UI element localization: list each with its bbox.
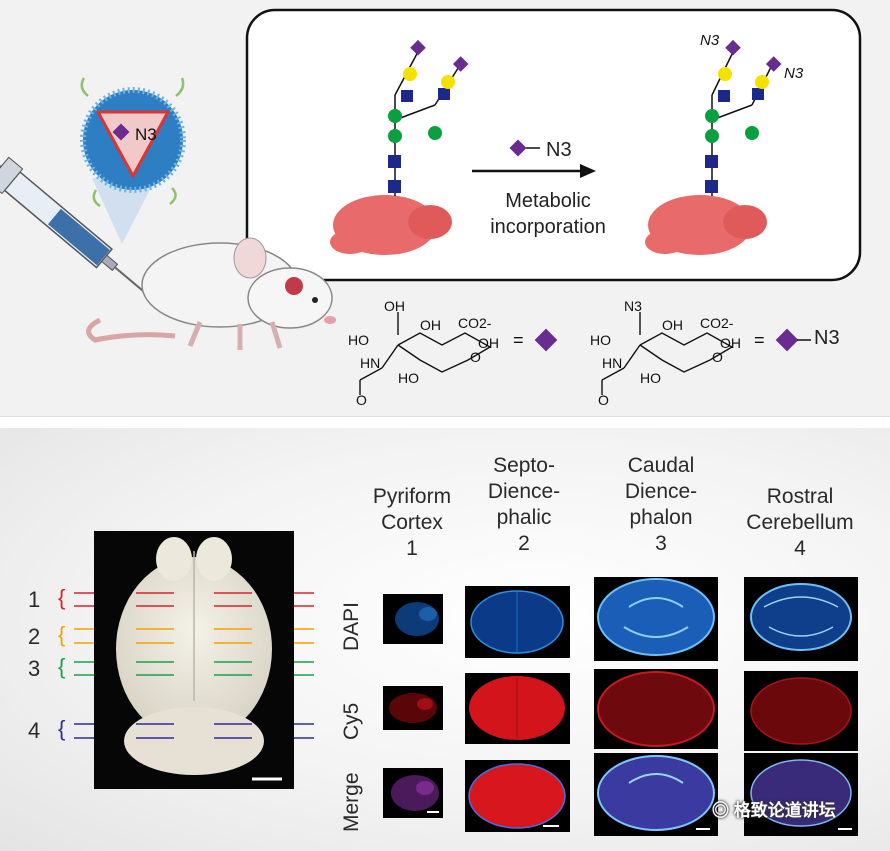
syringe-icon (0, 151, 147, 295)
svg-text:=: = (754, 330, 765, 350)
section-brace-4: { (58, 716, 66, 741)
section-number-2: 2 (28, 624, 41, 649)
tile-merge-1 (383, 768, 443, 818)
row-label-cy5: Cy5 (340, 702, 363, 740)
glycan-left (330, 39, 469, 255)
svg-text:OH: OH (720, 335, 741, 351)
wechat-icon: ◎ (712, 801, 734, 820)
reagent-label: N3 (546, 139, 572, 161)
arrow-label: Metabolic incorporation (478, 188, 618, 240)
tile-merge-2 (465, 760, 570, 832)
tile-cy5-1 (383, 686, 443, 730)
section-number-1: 1 (28, 587, 41, 612)
tile-cy5-2 (465, 673, 570, 744)
row-label-merge: Merge (340, 772, 363, 832)
azide-diamond (509, 139, 527, 157)
tile-dapi-3 (594, 577, 718, 661)
top-panel: N3 (0, 0, 890, 417)
section-brace-3: { (58, 654, 66, 679)
product-azide-a: N3 (700, 32, 720, 49)
zoom-cone (92, 178, 156, 244)
chem-structure-right (601, 312, 734, 395)
tile-cy5-3 (594, 669, 718, 749)
svg-text:HO: HO (640, 370, 661, 386)
svg-text:OH: OH (384, 298, 405, 314)
svg-text:O: O (470, 349, 481, 365)
section-lines (74, 592, 314, 739)
tile-dapi-1 (383, 594, 443, 644)
watermark: ◎ 格致论道讲坛 (712, 796, 836, 821)
mouse-icon (86, 237, 336, 350)
chem-structure-left (359, 312, 492, 395)
svg-text:O: O (598, 392, 609, 408)
svg-text:HN: HN (602, 355, 622, 371)
tile-dapi-4 (744, 577, 858, 661)
svg-text:CO2-: CO2- (700, 315, 734, 331)
svg-text:=: = (513, 330, 524, 350)
svg-text:CO2-: CO2- (458, 315, 492, 331)
svg-text:O: O (356, 392, 367, 408)
glycan-right (645, 39, 782, 255)
section-number-3: 3 (28, 656, 41, 681)
watermark-text: 格致论道讲坛 (733, 801, 836, 820)
section-brace-1: { (58, 585, 66, 610)
svg-text:HO: HO (590, 332, 611, 348)
svg-text:HN: HN (360, 355, 380, 371)
section-brace-2: { (58, 622, 66, 647)
tile-dapi-2 (465, 586, 570, 658)
svg-text:OH: OH (420, 317, 441, 333)
svg-text:OH: OH (662, 317, 683, 333)
legend-diamond (534, 328, 558, 352)
product-azide-b: N3 (784, 65, 804, 82)
svg-text:N3: N3 (624, 298, 642, 314)
schematic-svg: N3 (0, 8, 862, 408)
svg-text:HO: HO (348, 332, 369, 348)
nanoparticle-label: N3 (135, 125, 157, 144)
arrow-label-line1: Metabolic (505, 190, 591, 212)
section-number-4: 4 (28, 718, 41, 743)
arrow-label-line2: incorporation (490, 216, 606, 238)
tile-cy5-4 (744, 671, 858, 751)
svg-text:OH: OH (478, 335, 499, 351)
tile-merge-3 (594, 753, 718, 836)
tile-merge-4 (744, 753, 858, 836)
nanoparticle-icon (80, 77, 186, 208)
row-label-dapi: DAPI (340, 601, 363, 651)
legend-azide-label: N3 (814, 327, 840, 349)
svg-text:HO: HO (398, 370, 419, 386)
svg-text:O: O (712, 349, 723, 365)
legend-azide-diamond (775, 328, 799, 352)
